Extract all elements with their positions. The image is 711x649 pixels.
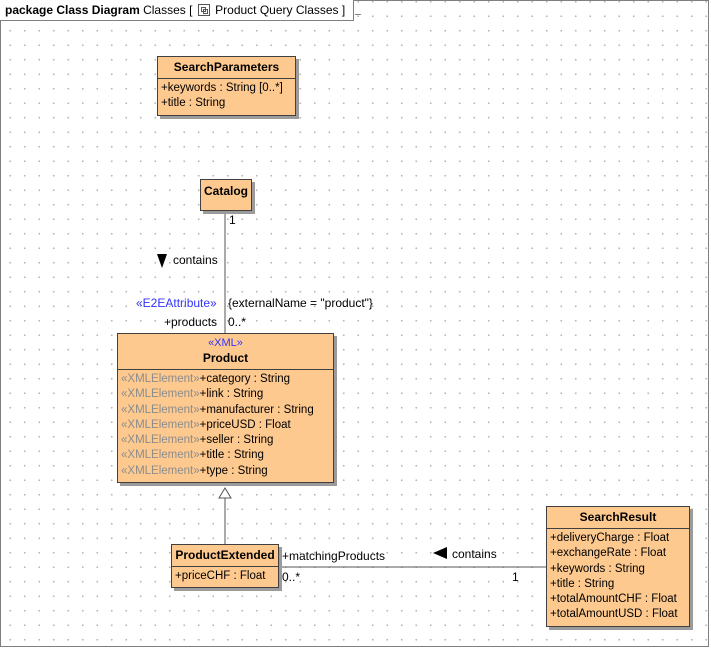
frame-diagram-type: Class Diagram	[56, 3, 140, 17]
attribute-text: +priceUSD : Float	[199, 418, 291, 431]
class-stereotype: «XML»	[208, 337, 243, 349]
attribute-compartment: +keywords : String [0..*] +title : Strin…	[158, 78, 295, 115]
attribute[interactable]: «XMLElement»+seller : String	[121, 433, 330, 448]
class-name: SearchParameters	[173, 60, 280, 74]
class-name: Catalog	[203, 184, 248, 198]
attribute-stereotype: «XMLElement»	[121, 418, 200, 431]
class-search-result[interactable]: SearchResult +deliveryCharge : Float +ex…	[546, 506, 690, 627]
attribute[interactable]: +keywords : String [0..*]	[161, 82, 283, 94]
attribute-compartment: «XMLElement»+category : String «XMLEleme…	[118, 369, 333, 482]
attribute-text: +title : String	[199, 449, 264, 462]
attribute[interactable]: +priceCHF : Float	[175, 570, 266, 582]
frame-bracket-close: ]	[341, 3, 346, 17]
class-diagram-icon	[197, 4, 210, 16]
attribute-compartment: +priceCHF : Float	[172, 566, 278, 587]
attribute[interactable]: «XMLElement»+type : String	[121, 464, 330, 479]
frame-package-name: Classes	[143, 3, 186, 17]
multiplicity-label: 0..*	[282, 570, 301, 584]
attribute[interactable]: «XMLElement»+priceUSD : Float	[121, 418, 330, 433]
attribute[interactable]: +deliveryCharge : Float	[550, 532, 670, 544]
attribute-stereotype: «XMLElement»	[121, 449, 200, 462]
diagram-frame-header: package Class Diagram Classes [ Product …	[0, 0, 355, 21]
multiplicity-label: 1	[512, 570, 519, 584]
attribute[interactable]: «XMLElement»+title : String	[121, 448, 330, 463]
frame-kind: package	[5, 3, 54, 17]
class-product[interactable]: «XML» Product «XMLElement»+category : St…	[117, 333, 334, 484]
attribute[interactable]: «XMLElement»+category : String	[121, 372, 330, 387]
attribute-text: +link : String	[199, 388, 264, 401]
attribute[interactable]: +exchangeRate : Float	[550, 547, 667, 560]
tagged-value-label: {externalName = "product"}	[228, 296, 373, 310]
attribute[interactable]: «XMLElement»+manufacturer : String	[121, 403, 330, 418]
attribute-stereotype: «XMLElement»	[121, 464, 200, 477]
class-search-parameters[interactable]: SearchParameters +keywords : String [0..…	[157, 56, 296, 116]
generalization-triangle-icon	[218, 487, 232, 499]
class-name: ProductExtended	[175, 548, 275, 562]
class-name: SearchResult	[579, 510, 657, 524]
frame-bracket-open: [	[189, 3, 193, 17]
class-header: «XML» Product	[118, 334, 333, 369]
frame-diagram-name: Product Query Classes	[215, 3, 339, 17]
attribute-stereotype: «XMLElement»	[121, 434, 200, 447]
association-name-label: contains	[173, 253, 218, 267]
multiplicity-label: 0..*	[228, 315, 247, 329]
class-catalog[interactable]: Catalog	[200, 179, 252, 211]
attribute[interactable]: +totalAmountUSD : Float	[550, 608, 678, 621]
attribute[interactable]: «XMLElement»+link : String	[121, 387, 330, 402]
attribute[interactable]: +title : String	[161, 97, 226, 110]
class-product-extended[interactable]: ProductExtended +priceCHF : Float	[171, 544, 279, 589]
attribute-stereotype: «XMLElement»	[121, 403, 200, 416]
attribute-text: +seller : String	[199, 434, 274, 447]
attribute[interactable]: +totalAmountCHF : Float	[550, 593, 677, 606]
attribute-text: +category : String	[199, 373, 291, 385]
role-name-label: +matchingProducts	[282, 549, 386, 563]
attribute-stereotype: «XMLElement»	[121, 388, 200, 401]
attribute-text: +type : String	[199, 464, 268, 477]
role-name-label: +products	[164, 315, 218, 329]
role-stereotype-label: «E2EAttribute»	[136, 296, 217, 310]
attribute[interactable]: +title : String	[550, 577, 615, 590]
association-direction-arrow-down-icon	[157, 254, 167, 268]
attribute[interactable]: +keywords : String	[550, 562, 645, 575]
class-name: Product	[202, 351, 249, 365]
attribute-compartment: +deliveryCharge : Float +exchangeRate : …	[547, 528, 689, 626]
multiplicity-label: 1	[229, 213, 236, 227]
association-name-label: contains	[452, 547, 497, 561]
attribute-text: +manufacturer : String	[199, 403, 314, 416]
association-direction-arrow-left-icon	[433, 547, 447, 559]
attribute-stereotype: «XMLElement»	[121, 373, 200, 385]
